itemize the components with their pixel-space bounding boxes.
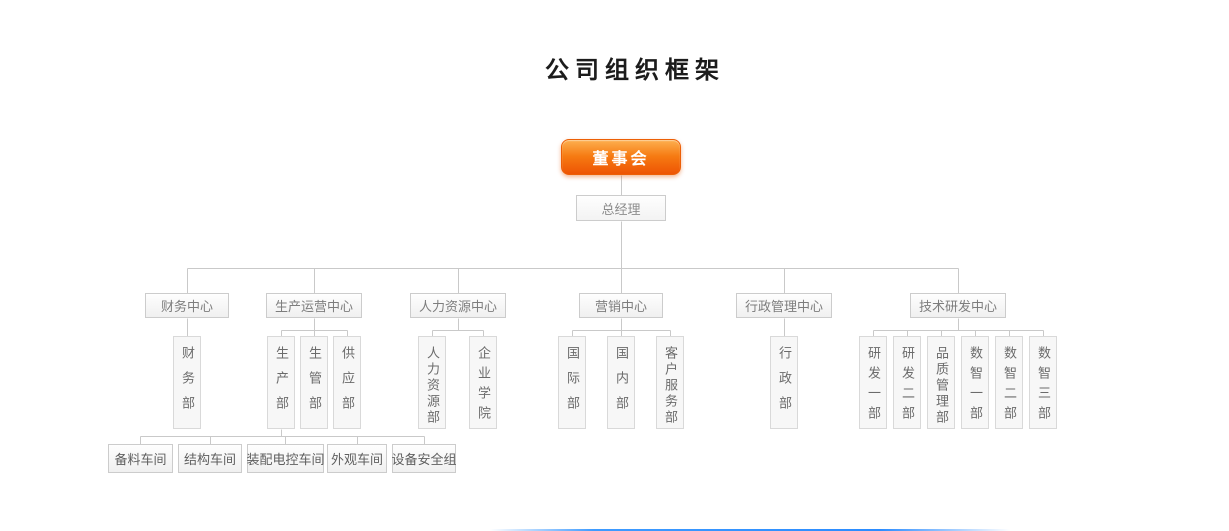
dept-customer-service: 客户服务部 (656, 336, 684, 429)
dept-admin: 行政部 (770, 336, 798, 429)
dept-rd-2: 研发二部 (893, 336, 921, 429)
team-material-prep-workshop: 备料车间 (108, 444, 173, 473)
dept-rd-1: 研发一部 (859, 336, 887, 429)
dept-hr: 人力资源部 (418, 336, 446, 429)
team-assembly-electric-control-workshop: 装配电控车间 (247, 444, 325, 473)
team-structure-workshop: 结构车间 (178, 444, 242, 473)
page-title: 公司组织框架 (545, 57, 725, 84)
center-tech-rd: 技术研发中心 (910, 293, 1006, 318)
team-equipment-safety-group: 设备安全组 (392, 444, 457, 473)
dept-international: 国际部 (558, 336, 586, 429)
dept-production-management: 生管部 (300, 336, 328, 429)
dept-digital-intelligence-3: 数智三部 (1029, 336, 1057, 429)
dept-production: 生产部 (267, 336, 295, 429)
center-human-resources: 人力资源中心 (410, 293, 506, 318)
node-board-of-directors: 董事会 (561, 139, 681, 175)
dept-digital-intelligence-2: 数智二部 (995, 336, 1023, 429)
center-admin-management: 行政管理中心 (736, 293, 832, 318)
dept-enterprise-academy: 企业学院 (469, 336, 497, 429)
dept-quality-management: 品质管理部 (927, 336, 955, 429)
dept-domestic: 国内部 (607, 336, 635, 429)
team-appearance-workshop: 外观车间 (327, 444, 387, 473)
center-production-operations: 生产运营中心 (266, 293, 362, 318)
dept-finance: 财务部 (173, 336, 201, 429)
center-marketing: 营销中心 (579, 293, 663, 318)
center-finance: 财务中心 (145, 293, 229, 318)
node-general-manager: 总经理 (576, 195, 666, 221)
dept-digital-intelligence-1: 数智一部 (961, 336, 989, 429)
dept-supply: 供应部 (333, 336, 361, 429)
bottom-accent-line (490, 529, 1010, 531)
